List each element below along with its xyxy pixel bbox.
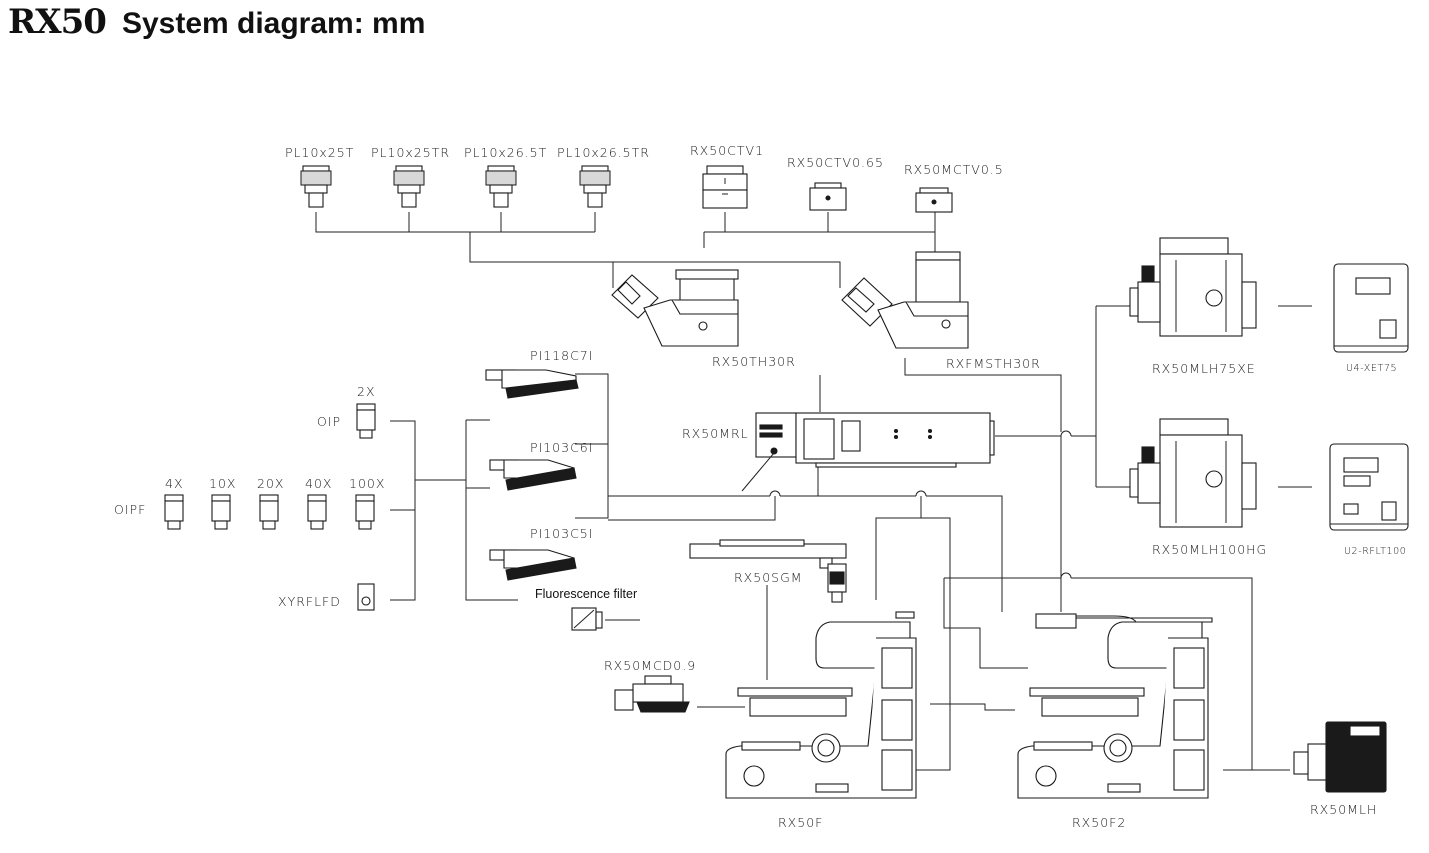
label-pl10x25t: PL10x25T	[285, 145, 354, 160]
label-10x: 10X	[209, 476, 236, 491]
label-rx50f2: RX50F2	[1072, 815, 1126, 830]
label-rx50mlh: RX50MLH	[1310, 802, 1377, 817]
trinocular-head-icon	[841, 251, 969, 349]
label-2x: 2X	[357, 384, 376, 399]
label-fluorescence-filter: Fluorescence filter	[535, 587, 637, 601]
label-oipf: OIPF	[114, 502, 146, 517]
label-rx50sgm: RX50SGM	[734, 570, 803, 585]
label-20x: 20X	[257, 476, 284, 491]
objective-icon	[211, 494, 231, 530]
label-pi103c6i: PI103C6I	[530, 440, 593, 455]
illuminator-icon	[741, 412, 995, 492]
label-rx50th30r: RX50TH30R	[712, 354, 796, 369]
filter-cube-icon	[571, 607, 603, 631]
label-pl10x26-5t: PL10x26.5T	[464, 145, 547, 160]
label-40x: 40X	[305, 476, 332, 491]
nosepiece-icon	[485, 369, 579, 399]
nosepiece-icon	[489, 459, 577, 491]
power-supply-icon	[1333, 263, 1409, 353]
page-title: System diagram: mm	[121, 7, 426, 40]
label-u2-rflt100: U2-RFLT100	[1344, 546, 1406, 557]
label-pi118c7i: PI118C7I	[530, 348, 593, 363]
label-pl10x25tr: PL10x25TR	[371, 145, 450, 160]
label-rx50mrl: RX50MRL	[682, 426, 749, 441]
objective-icon	[356, 403, 376, 439]
objective-icon	[307, 494, 327, 530]
label-rx50mlh100hg: RX50MLH100HG	[1152, 542, 1267, 557]
reflected-arm-icon	[1035, 613, 1213, 629]
microscope-stand-icon	[1017, 621, 1209, 799]
brand-logo: RX50	[8, 2, 107, 42]
eyepiece-icon	[485, 165, 517, 208]
label-pi103c5i: PI103C5I	[530, 526, 593, 541]
stage-icon	[689, 539, 847, 603]
connector-lines	[315, 212, 1312, 771]
label-rx50mctv0-5: RX50MCTV0.5	[904, 162, 1004, 177]
label-rx50ctv1: RX50CTV1	[690, 143, 764, 158]
label-u4-xet75: U4-XET75	[1346, 363, 1397, 374]
microscope-stand-icon	[725, 611, 917, 799]
label-rx50mcd0-9: RX50MCD0.9	[604, 658, 696, 673]
label-rx50mlh75xe: RX50MLH75XE	[1152, 361, 1256, 376]
objective-icon	[164, 494, 184, 530]
header: RX50 System diagram: mm	[8, 2, 425, 48]
labels: PL10x25T PL10x25TR PL10x26.5T PL10x26.5T…	[114, 143, 1406, 830]
lamp-housing-icon	[1129, 237, 1257, 337]
camera-adapter-icon	[915, 187, 953, 213]
power-supply-icon	[1329, 443, 1409, 531]
camera-adapter-icon	[702, 165, 748, 209]
label-rx50ctv0-65: RX50CTV0.65	[787, 155, 884, 170]
objective-icon	[259, 494, 279, 530]
label-4x: 4X	[165, 476, 184, 491]
lamp-housing-icon	[1293, 721, 1387, 793]
label-100x: 100X	[349, 476, 385, 491]
label-rxfmsth30r: RXFMSTH30R	[946, 356, 1041, 371]
nosepiece-icon	[489, 549, 577, 581]
camera-adapter-icon	[809, 182, 847, 211]
eyepiece-icon	[300, 165, 332, 208]
lamp-housing-icon	[1129, 418, 1257, 528]
trinocular-head-icon	[611, 269, 739, 347]
label-xyrflfd: XYRFLFD	[278, 594, 341, 609]
label-oip: OIP	[317, 414, 341, 429]
label-pl10x26-5tr: PL10x26.5TR	[557, 145, 650, 160]
dic-slider-icon	[357, 583, 375, 611]
eyepiece-icon	[579, 165, 611, 208]
condenser-icon	[614, 675, 690, 713]
objective-icon	[355, 494, 375, 530]
label-rx50f: RX50F	[778, 815, 823, 830]
eyepiece-icon	[393, 165, 425, 208]
